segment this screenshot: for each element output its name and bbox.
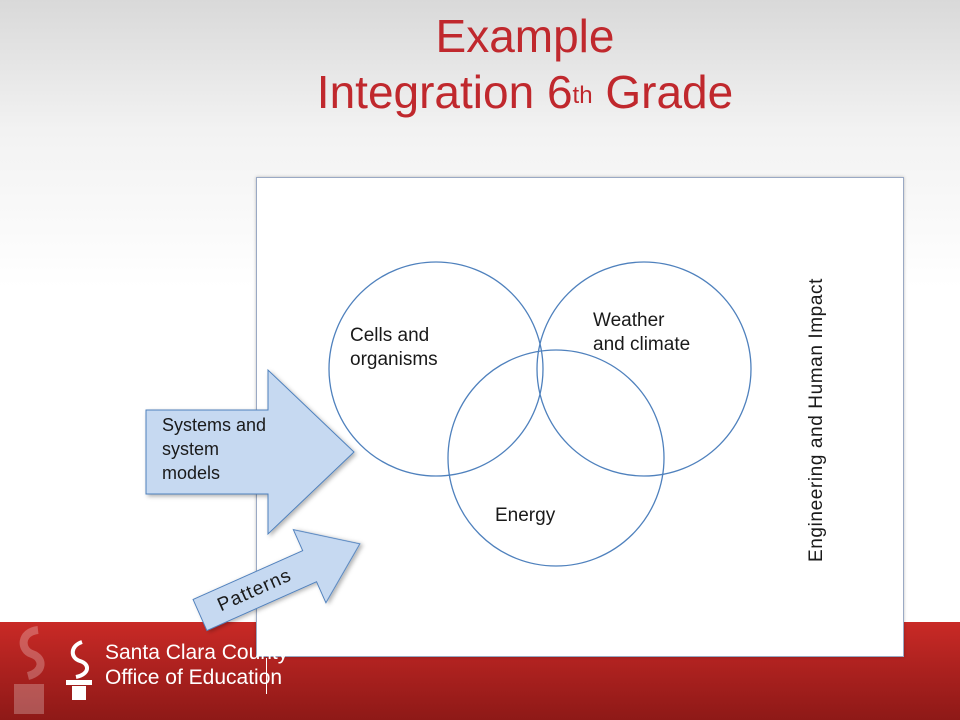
- label-weather-line1: Weather: [593, 310, 665, 331]
- label-engineering-human-impact: Engineering and Human Impact: [806, 278, 827, 563]
- label-cells-organisms: Cells and organisms: [350, 324, 438, 372]
- title-line-2: Integration 6th Grade: [0, 64, 960, 120]
- label-weather-climate: Weather and climate: [593, 309, 690, 357]
- logo-divider: [266, 658, 267, 694]
- slide-title: Example Integration 6th Grade: [0, 8, 960, 120]
- label-energy: Energy: [495, 505, 556, 526]
- circle-cells-organisms: [328, 261, 544, 477]
- title-line-2-post: Grade: [592, 66, 734, 118]
- label-cells-line2: organisms: [350, 349, 438, 370]
- label-systems-line2: system: [162, 439, 220, 459]
- watermark-logo-icon: [14, 626, 45, 714]
- arrow-patterns: [192, 528, 361, 632]
- circle-energy: [447, 349, 665, 567]
- arrow-systems-models: [145, 368, 355, 536]
- org-name: Santa Clara County Office of Education: [105, 640, 288, 690]
- title-line-1: Example: [435, 10, 615, 62]
- content-panel: [256, 177, 904, 657]
- org-name-line2: Office of Education: [105, 666, 283, 689]
- org-name-line1: Santa Clara County: [105, 641, 289, 664]
- sccoe-logo-icon: [66, 640, 92, 700]
- label-weather-line2: and climate: [593, 334, 691, 355]
- circle-weather-climate: [536, 261, 752, 477]
- label-systems-line3: models: [162, 463, 221, 483]
- label-systems-models: Systems and system models: [162, 413, 266, 485]
- label-systems-line1: Systems and: [162, 415, 267, 435]
- label-cells-line1: Cells and: [350, 325, 430, 346]
- title-line-2-pre: Integration 6: [316, 66, 573, 118]
- title-superscript: th: [572, 82, 593, 109]
